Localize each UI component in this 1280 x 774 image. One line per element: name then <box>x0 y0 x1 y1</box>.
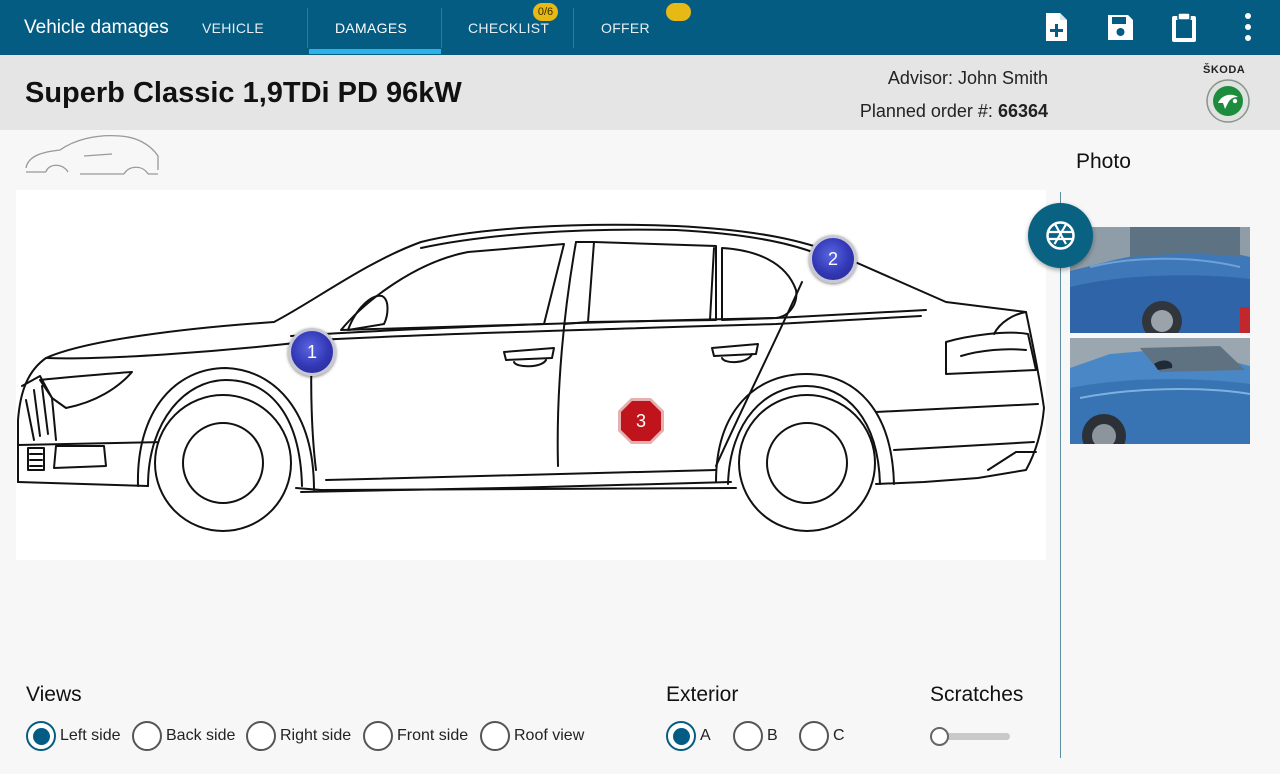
tab-checklist-label: CHECKLIST <box>468 19 550 36</box>
save-icon[interactable] <box>1105 11 1135 43</box>
octagon-marker-icon <box>618 398 664 444</box>
new-document-icon[interactable] <box>1041 11 1071 43</box>
tab-damages[interactable]: DAMAGES <box>335 0 407 55</box>
tab-separator <box>307 8 308 48</box>
top-app-bar: Vehicle damages VEHICLE DAMAGES CHECKLIS… <box>0 0 1280 55</box>
vehicle-title: Superb Classic 1,9TDi PD 96kW <box>25 77 462 109</box>
view-option-roof-view[interactable]: Roof view <box>480 721 584 751</box>
exterior-label: Exterior <box>666 683 739 706</box>
exterior-option-b[interactable]: B <box>733 721 778 751</box>
damage-marker-number: 1 <box>306 341 317 362</box>
view-option-back-side[interactable]: Back side <box>132 721 235 751</box>
damage-photo-1[interactable] <box>1070 227 1250 333</box>
planned-order: Planned order #: 66364 <box>860 101 1048 122</box>
radio-label: Right side <box>280 727 352 744</box>
radio-label: Left side <box>60 727 121 744</box>
view-option-front-side[interactable]: Front side <box>363 721 468 751</box>
damage-marker-2[interactable]: 2 <box>809 235 857 283</box>
radio-button[interactable] <box>666 721 696 751</box>
view-option-left-side[interactable]: Left side <box>26 721 120 751</box>
damage-marker-3[interactable]: 3 <box>616 396 666 446</box>
radio-label: Front side <box>397 727 469 744</box>
damage-photo-2[interactable] <box>1070 338 1250 444</box>
vehicle-info-bar: Superb Classic 1,9TDi PD 96kW Advisor: J… <box>0 55 1280 130</box>
radio-button[interactable] <box>799 721 829 751</box>
skoda-logo-icon <box>1206 79 1250 123</box>
photo-panel-divider <box>1060 192 1061 758</box>
tab-vehicle-label: VEHICLE <box>202 19 265 36</box>
tab-offer-label: OFFER <box>601 19 650 36</box>
car-photo-image <box>1070 338 1250 444</box>
view-thumbnail-car-icon[interactable] <box>24 132 162 180</box>
damage-marker-number: 2 <box>827 248 838 269</box>
radio-button[interactable] <box>733 721 763 751</box>
app-title: Vehicle damages <box>24 17 169 38</box>
more-vert-icon[interactable] <box>1233 11 1263 43</box>
planned-order-label: Planned order #: <box>859 101 998 121</box>
photo-title: Photo <box>1076 150 1131 173</box>
radio-label: B <box>767 727 778 744</box>
radio-label: Back side <box>166 727 236 744</box>
radio-button[interactable] <box>363 721 393 751</box>
radio-label: C <box>833 727 845 744</box>
tab-separator <box>573 8 574 48</box>
damage-marker-1[interactable]: 1 <box>288 328 336 376</box>
offer-badge <box>666 3 691 21</box>
planned-order-number: 66364 <box>997 101 1048 121</box>
advisor-label: Advisor: John Smith <box>887 68 1048 88</box>
camera-shutter-icon <box>1046 221 1075 250</box>
camera-button[interactable] <box>1028 203 1093 268</box>
radio-button[interactable] <box>132 721 162 751</box>
tab-separator <box>441 8 442 48</box>
tab-damages-label: DAMAGES <box>335 19 408 36</box>
scratches-label: Scratches <box>930 683 1024 706</box>
damage-drawing-area[interactable] <box>16 190 1046 560</box>
radio-label: A <box>700 727 711 744</box>
damage-marker-number: 3 <box>635 410 646 431</box>
exterior-option-c[interactable]: C <box>799 721 845 751</box>
tab-offer[interactable]: OFFER <box>601 0 650 55</box>
radio-button[interactable] <box>246 721 276 751</box>
views-label: Views <box>26 683 82 706</box>
radio-button[interactable] <box>26 721 56 751</box>
clipboard-icon[interactable] <box>1169 11 1199 43</box>
view-option-right-side[interactable]: Right side <box>246 721 351 751</box>
scratches-slider-thumb[interactable] <box>930 727 949 746</box>
radio-button[interactable] <box>480 721 510 751</box>
brand-name: ŠKODA <box>1203 64 1246 76</box>
checklist-badge: 0/6 <box>533 3 558 21</box>
radio-label: Roof view <box>514 727 585 744</box>
car-photo-image <box>1070 227 1250 333</box>
scratches-slider-track[interactable] <box>936 733 1010 740</box>
exterior-option-a[interactable]: A <box>666 721 711 751</box>
tab-checklist[interactable]: CHECKLIST <box>468 0 549 55</box>
tab-vehicle[interactable]: VEHICLE <box>202 0 264 55</box>
active-tab-indicator <box>309 49 441 54</box>
car-left-side-drawing[interactable] <box>16 190 1046 560</box>
